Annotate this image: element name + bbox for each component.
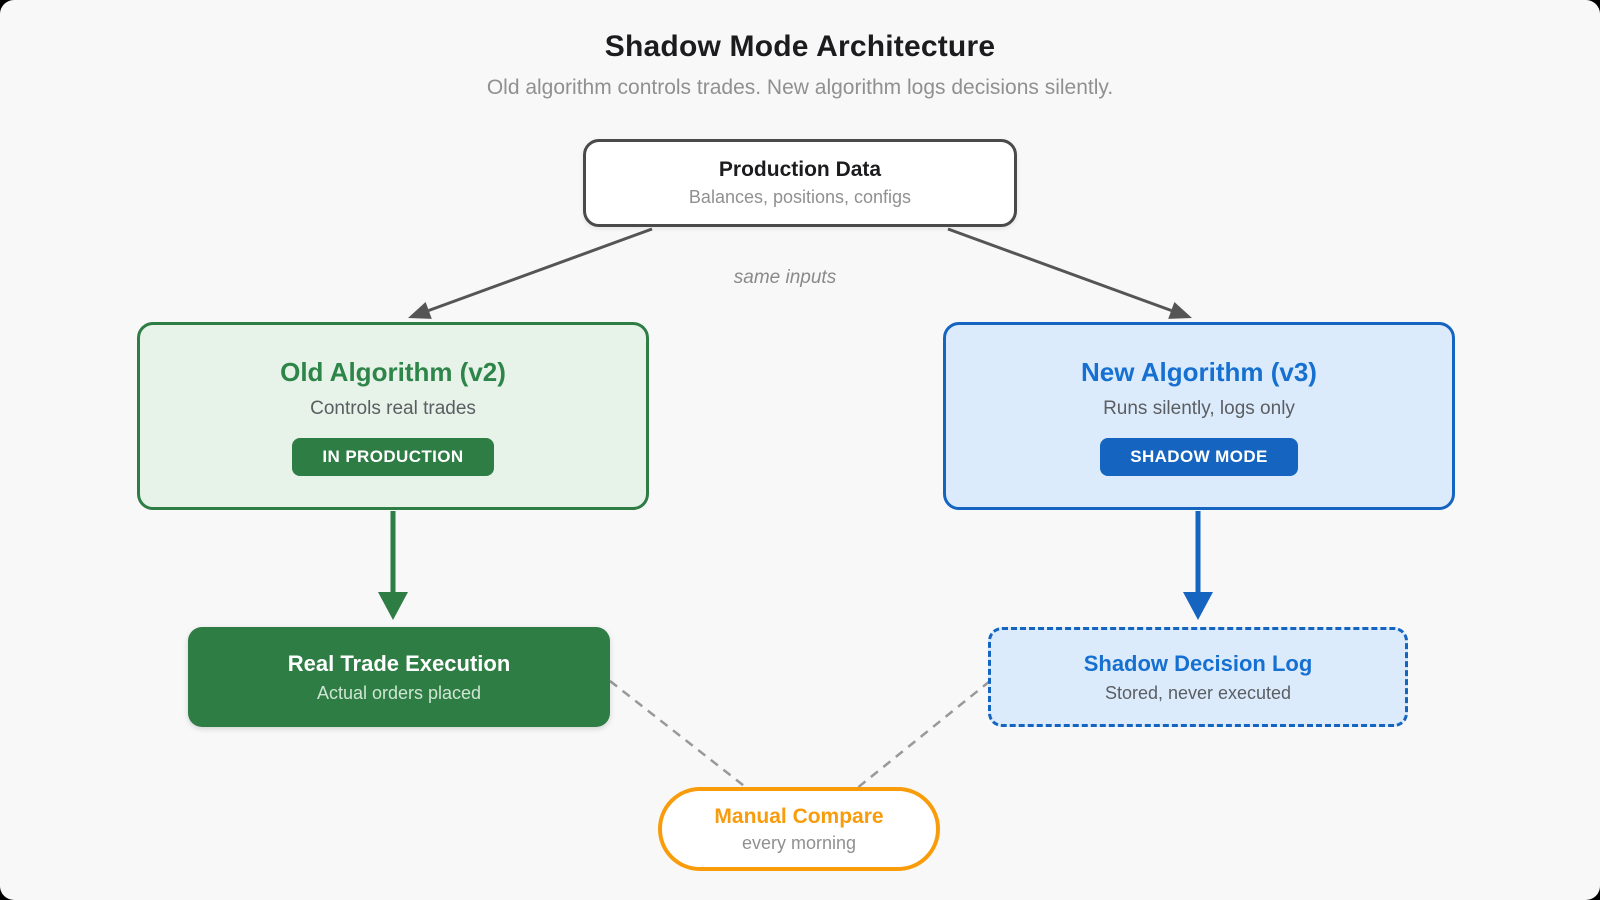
node-manual-compare: Manual Compare every morning bbox=[658, 787, 940, 871]
manual-compare-title: Manual Compare bbox=[714, 804, 884, 828]
node-production-data: Production Data Balances, positions, con… bbox=[583, 139, 1017, 227]
real-trade-execution-subtitle: Actual orders placed bbox=[316, 682, 482, 703]
page-subtitle: Old algorithm controls trades. New algor… bbox=[486, 76, 1114, 99]
node-real-trade-execution: Real Trade Execution Actual orders place… bbox=[188, 627, 610, 727]
node-new-algorithm: New Algorithm (v3) Runs silently, logs o… bbox=[943, 322, 1455, 510]
production-data-subtitle: Balances, positions, configs bbox=[688, 187, 912, 207]
shadow-decision-log-title: Shadow Decision Log bbox=[1083, 650, 1313, 676]
dashed-line-real-trade-to-manual bbox=[609, 680, 749, 790]
arrow-production-to-old bbox=[408, 227, 653, 319]
real-trade-execution-title: Real Trade Execution bbox=[287, 650, 511, 676]
node-shadow-decision-log: Shadow Decision Log Stored, never execut… bbox=[988, 627, 1408, 727]
arrow-old-to-real-trade bbox=[378, 511, 408, 620]
dashed-line-shadow-log-to-manual bbox=[855, 680, 991, 790]
production-data-title: Production Data bbox=[718, 158, 882, 181]
manual-compare-subtitle: every morning bbox=[741, 832, 857, 853]
shadow-decision-log-subtitle: Stored, never executed bbox=[1104, 682, 1292, 703]
arrow-new-to-shadow-log bbox=[1183, 511, 1213, 620]
page-title: Shadow Mode Architecture bbox=[604, 30, 996, 63]
same-inputs-label: same inputs bbox=[733, 267, 837, 288]
in-production-badge: IN PRODUCTION bbox=[292, 437, 494, 476]
node-old-algorithm: Old Algorithm (v2) Controls real trades … bbox=[137, 322, 649, 510]
shadow-mode-badge: SHADOW MODE bbox=[1100, 437, 1298, 476]
old-algorithm-title: Old Algorithm (v2) bbox=[280, 356, 506, 387]
old-algorithm-subtitle: Controls real trades bbox=[310, 397, 476, 419]
arrow-production-to-new bbox=[947, 227, 1192, 319]
new-algorithm-title: New Algorithm (v3) bbox=[1081, 356, 1317, 387]
new-algorithm-subtitle: Runs silently, logs only bbox=[1103, 397, 1295, 419]
